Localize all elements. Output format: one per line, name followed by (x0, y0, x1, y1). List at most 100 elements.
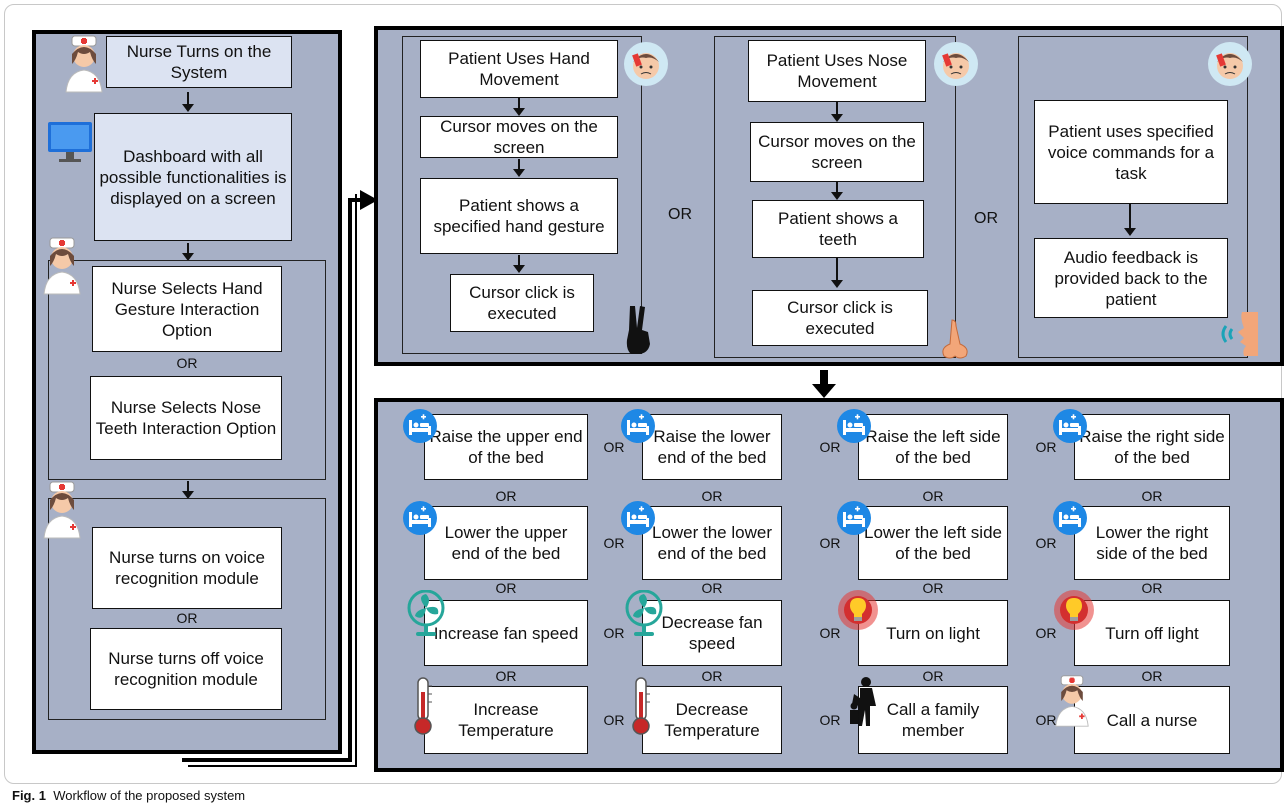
light-bulb-icon (836, 588, 880, 632)
or-label: OR (922, 580, 944, 596)
sick-patient-icon (622, 40, 670, 88)
arrow-down (182, 481, 194, 499)
or-label: OR (819, 439, 841, 455)
voice-on-step: Nurse turns on voice recognition module (92, 527, 282, 609)
nose-step-3: Patient shows a teeth (752, 200, 924, 258)
bed-icon (402, 408, 438, 444)
task-button: Raise the upper end of the bed (424, 414, 588, 480)
arrow-down (182, 243, 194, 261)
arrow-head (812, 384, 836, 398)
fan-icon (406, 590, 446, 638)
fan-icon (624, 590, 664, 638)
sick-patient-icon (1206, 40, 1254, 88)
task-button: Call a nurse (1074, 686, 1230, 754)
task-button: Decrease fan speed (642, 600, 782, 666)
bed-icon (620, 500, 656, 536)
arrow-down (1124, 204, 1136, 236)
or-label: OR (701, 580, 723, 596)
figure-caption: Fig. 1 Workflow of the proposed system (12, 788, 512, 806)
task-button: Turn on light (858, 600, 1008, 666)
hand-step-3: Patient shows a specified hand gesture (420, 178, 618, 254)
nose-icon (938, 318, 972, 360)
task-button: Decrease Temperature (642, 686, 782, 754)
or-label: OR (176, 610, 198, 626)
nose-step-2: Cursor moves on the screen (750, 122, 924, 182)
option-nose-teeth: Nurse Selects Nose Teeth Interaction Opt… (90, 376, 282, 460)
task-button: Lower the right side of the bed (1074, 506, 1230, 580)
monitor-icon (46, 118, 94, 166)
or-label: OR (1035, 625, 1057, 641)
task-button: Call a family member (858, 686, 1008, 754)
arrow-down (831, 258, 843, 288)
task-button: Lower the lower end of the bed (642, 506, 782, 580)
arrow-down (513, 159, 525, 177)
or-label: OR (495, 668, 517, 684)
task-button: Raise the lower end of the bed (642, 414, 782, 480)
step-dashboard-displayed: Dashboard with all possible functionalit… (94, 113, 292, 241)
task-button: Increase Temperature (424, 686, 588, 754)
bed-icon (836, 408, 872, 444)
arrow-down (513, 255, 525, 273)
task-button: Raise the left side of the bed (858, 414, 1008, 480)
task-button: Increase fan speed (424, 600, 588, 666)
hand-step-2: Cursor moves on the screen (420, 116, 618, 158)
arrow-down (820, 370, 828, 386)
or-label: OR (974, 210, 998, 227)
hand-step-4: Cursor click is executed (450, 274, 594, 332)
or-label: OR (819, 712, 841, 728)
task-button: Lower the upper end of the bed (424, 506, 588, 580)
hand-step-1: Patient Uses Hand Movement (420, 40, 618, 98)
or-label: OR (819, 535, 841, 551)
task-button: Turn off light (1074, 600, 1230, 666)
or-label: OR (603, 535, 625, 551)
connector-arrow (182, 190, 378, 767)
nose-step-1: Patient Uses Nose Movement (748, 40, 926, 102)
bed-icon (1052, 408, 1088, 444)
nose-step-4: Cursor click is executed (752, 290, 928, 346)
or-label: OR (701, 668, 723, 684)
nurse-icon (40, 480, 84, 540)
family-icon (846, 676, 882, 728)
or-label: OR (495, 488, 517, 504)
or-label: OR (1141, 580, 1163, 596)
or-label: OR (1141, 668, 1163, 684)
bed-icon (1052, 500, 1088, 536)
or-label: OR (1035, 712, 1057, 728)
or-label: OR (668, 206, 692, 223)
step-nurse-turns-on-system: Nurse Turns on the System (106, 36, 292, 88)
or-label: OR (1035, 535, 1057, 551)
nurse-icon (62, 34, 106, 94)
bed-icon (402, 500, 438, 536)
or-label: OR (495, 580, 517, 596)
nurse-icon (1052, 674, 1092, 728)
or-label: OR (922, 668, 944, 684)
bed-icon (836, 500, 872, 536)
or-label: OR (176, 355, 198, 371)
option-hand-gesture: Nurse Selects Hand Gesture Interaction O… (92, 266, 282, 352)
caption-text: Workflow of the proposed system (53, 788, 246, 803)
task-button: Raise the right side of the bed (1074, 414, 1230, 480)
arrow-down (513, 98, 525, 116)
thermometer-icon (628, 676, 654, 736)
arrow-down (831, 182, 843, 200)
task-button: Lower the left side of the bed (858, 506, 1008, 580)
arrow-down (182, 92, 194, 112)
or-label: OR (1141, 488, 1163, 504)
voice-step-1: Patient uses specified voice commands fo… (1034, 100, 1228, 204)
bed-icon (620, 408, 656, 444)
voice-step-2: Audio feedback is provided back to the p… (1034, 238, 1228, 318)
speaking-face-icon (1212, 310, 1264, 358)
or-label: OR (922, 488, 944, 504)
or-label: OR (701, 488, 723, 504)
arrow-down (831, 102, 843, 122)
sick-patient-icon (932, 40, 980, 88)
or-label: OR (1035, 439, 1057, 455)
caption-label: Fig. 1 (12, 788, 46, 803)
voice-off-step: Nurse turns off voice recognition module (90, 628, 282, 710)
or-label: OR (603, 439, 625, 455)
or-label: OR (603, 625, 625, 641)
light-bulb-icon (1052, 588, 1096, 632)
or-label: OR (819, 625, 841, 641)
nurse-icon (40, 236, 84, 296)
victory-hand-icon (622, 304, 656, 356)
